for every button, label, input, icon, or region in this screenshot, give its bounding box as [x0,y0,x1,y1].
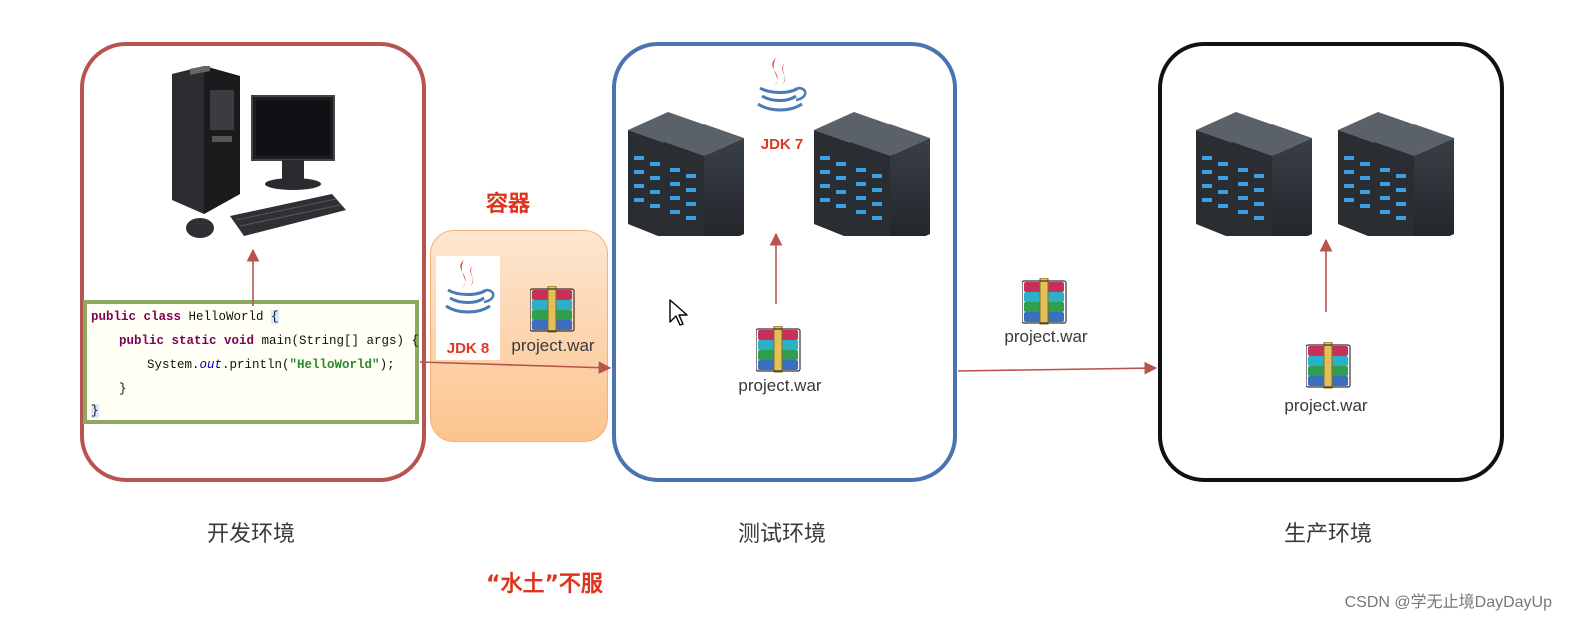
caption-text: “水土”不服 [486,572,603,597]
container-war-label: project.war [511,336,595,355]
code-snippet: public class HelloWorld { public static … [83,300,419,424]
test-env-label: 测试环境 [737,522,826,547]
jdk7-badge [748,56,812,160]
code-line-3: System.out.println("HelloWorld"); [147,358,395,372]
arrow-test-to-prod [957,361,1158,375]
test-war-label: project.war [738,376,822,395]
prod-war-label: project.war [1284,396,1368,415]
transfer-war-label: project.war [1004,327,1088,346]
code-line-5: } [91,404,99,418]
jdk8-label: JDK 8 [446,340,490,357]
jdk7-label: JDK 7 [760,136,804,153]
arrow-dev-to-test [419,361,612,375]
code-line-2: public static void main(String[] args) { [119,334,420,348]
code-line-1: public class HelloWorld { [91,310,279,324]
prod-env-label: 生产环境 [1283,522,1372,547]
dev-env-label: 开发环境 [206,522,295,547]
cursor-icon [669,299,688,326]
code-line-4: } [119,382,127,396]
prod-environment-box [1158,42,1504,482]
container-label: 容器 [486,192,531,217]
computer-icon [172,66,346,238]
watermark-text: CSDN @学无止境DayDayUp [1344,594,1552,611]
